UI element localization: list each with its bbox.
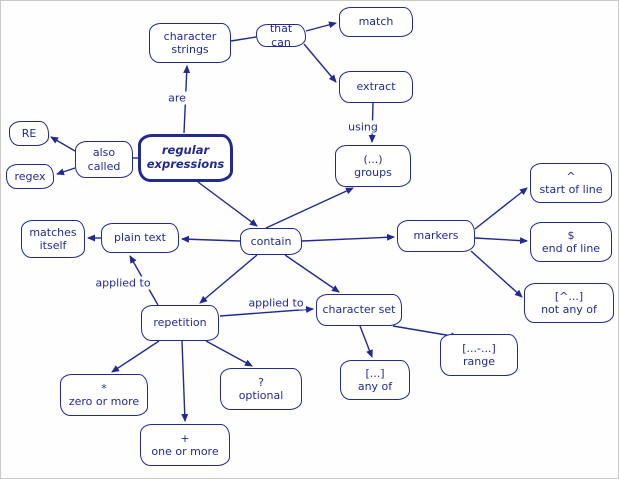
edge-character-set-to-any-of bbox=[359, 325, 373, 358]
node-zero-or-more: * zero or more bbox=[60, 374, 148, 416]
edge-markers-to-not-any-of bbox=[470, 250, 523, 298]
node-regex: regex bbox=[6, 164, 54, 189]
node-regular-expressions: regular expressions bbox=[138, 134, 233, 182]
edge-also-called-to-regex bbox=[56, 167, 76, 176]
edge-contain-to-repetition bbox=[199, 254, 258, 304]
edge-label: using bbox=[346, 120, 380, 134]
edge-markers-to-start-of-line bbox=[474, 187, 528, 230]
node-contain: contain bbox=[240, 228, 302, 255]
node-range: [...-...] range bbox=[440, 334, 518, 376]
edge-repetition-to-optional bbox=[205, 340, 253, 367]
edge-markers-to-end-of-line bbox=[474, 237, 528, 245]
edge-regular-expressions-to-contain bbox=[197, 181, 258, 227]
node-not-any-of: [^...] not any of bbox=[524, 283, 614, 323]
edge-contain-to-plain-text bbox=[181, 235, 241, 243]
node-repetition: repetition bbox=[141, 305, 219, 341]
edge-label: applied to bbox=[246, 296, 306, 310]
edge-contain-to-groups bbox=[265, 187, 354, 229]
edge-also-called-to-re bbox=[50, 136, 76, 152]
node-markers: markers bbox=[397, 220, 475, 252]
node-end-of-line: $ end of line bbox=[530, 222, 612, 262]
node-that-can: that can bbox=[256, 22, 306, 49]
edge-repetition-to-zero-or-more bbox=[111, 340, 160, 373]
node-extract: extract bbox=[339, 71, 413, 103]
node-matches-itself: matches itself bbox=[21, 220, 85, 258]
edge-contain-to-character-set bbox=[284, 254, 340, 293]
edge-repetition-to-one-or-more bbox=[181, 340, 189, 422]
node-match: match bbox=[339, 7, 413, 37]
node-character-set: character set bbox=[316, 294, 402, 326]
node-plain-text: plain text bbox=[101, 223, 179, 253]
node-also-called: also called bbox=[75, 141, 133, 178]
node-re: RE bbox=[9, 121, 49, 146]
node-any-of: [...] any of bbox=[340, 360, 410, 400]
node-optional: ? optional bbox=[220, 368, 302, 410]
edge-label: are bbox=[166, 91, 188, 105]
node-one-or-more: + one or more bbox=[140, 424, 230, 466]
edge-that-can-to-match bbox=[305, 21, 337, 32]
edge-contain-to-markers bbox=[301, 233, 395, 242]
node-start-of-line: ^ start of line bbox=[530, 163, 612, 203]
edge-label: applied to bbox=[93, 276, 153, 290]
node-character-strings: character strings bbox=[149, 23, 231, 63]
edge-character-strings-to-that-can bbox=[230, 36, 257, 42]
edge-that-can-to-extract bbox=[303, 43, 337, 83]
node-groups: (...) groups bbox=[335, 145, 411, 187]
edge-repetition-to-character-set bbox=[219, 306, 314, 317]
